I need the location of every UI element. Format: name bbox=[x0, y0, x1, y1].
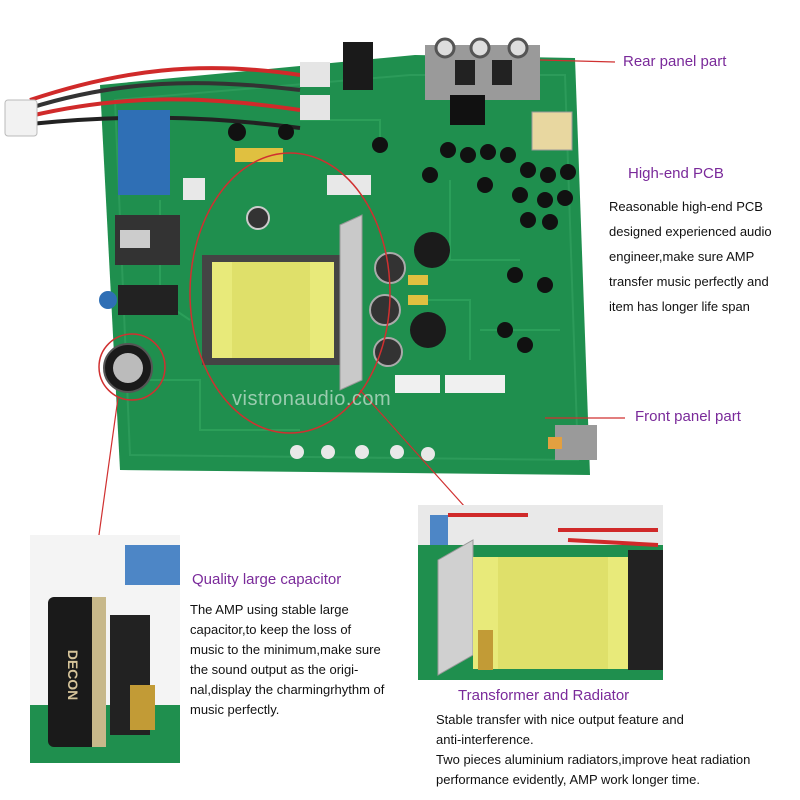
heatsink-inset bbox=[437, 539, 474, 676]
transformer-line: performance evidently, AMP work longer t… bbox=[436, 772, 700, 787]
transformer-title: Transformer and Radiator bbox=[458, 687, 630, 704]
capacitor-print: DECON bbox=[65, 650, 81, 701]
capacitor-description: The AMP using stable large capacitor,to … bbox=[190, 600, 384, 720]
relay bbox=[118, 110, 170, 195]
capacitor-line: nal,display the charmingrhythm of bbox=[190, 682, 385, 697]
wire-connector bbox=[4, 99, 38, 137]
transformer-photo bbox=[418, 505, 663, 680]
capacitor-title: Quality large capacitor bbox=[192, 571, 342, 588]
watermark: vistronaudio.com bbox=[232, 388, 392, 410]
transformer-line: Stable transfer with nice output feature… bbox=[436, 712, 684, 727]
capacitor-line: capacitor,to keep the loss of bbox=[190, 622, 352, 637]
heatsink-small bbox=[339, 214, 363, 391]
pcb-line: Reasonable high-end PCB bbox=[609, 199, 763, 214]
pcb-title: High-end PCB bbox=[628, 165, 724, 182]
capacitor-line: the sound output as the origi- bbox=[190, 662, 359, 677]
transformer-line: anti-interference. bbox=[436, 732, 534, 747]
pcb-description: Reasonable high-end PCB designed experie… bbox=[609, 194, 772, 319]
pcb-line: engineer,make sure AMP bbox=[609, 249, 755, 264]
pcb-line: transfer music perfectly and bbox=[609, 274, 769, 289]
capacitor-line: The AMP using stable large bbox=[190, 602, 349, 617]
pcb-line: item has longer life span bbox=[609, 299, 750, 314]
transformer-line: Two pieces aluminium radiators,improve h… bbox=[436, 752, 751, 767]
capacitor-line: music perfectly. bbox=[190, 702, 280, 717]
front-panel-label: Front panel part bbox=[635, 408, 741, 425]
capacitor-photo: DECON bbox=[30, 535, 180, 763]
rear-panel-label: Rear panel part bbox=[623, 53, 727, 70]
capacitor-line: music to the minimum,make sure bbox=[190, 642, 381, 657]
pcb-line: designed experienced audio bbox=[609, 224, 772, 239]
transformer-description: Stable transfer with nice output feature… bbox=[436, 710, 750, 790]
